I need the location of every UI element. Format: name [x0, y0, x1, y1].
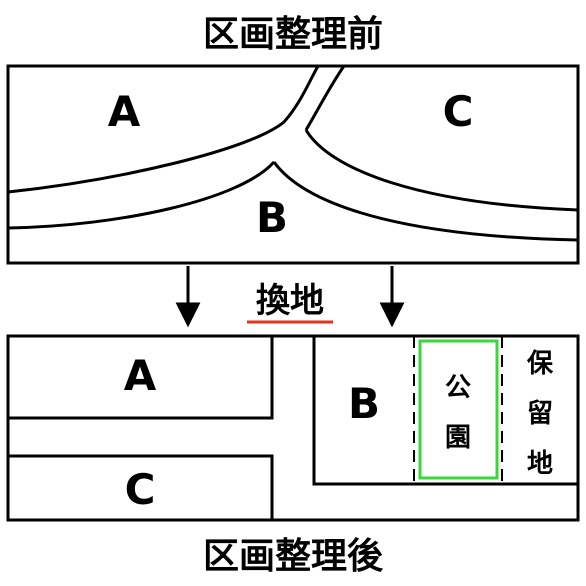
before-panel [6, 64, 580, 265]
road-edge-top-right [304, 65, 346, 131]
reserve-land-label-2: 留 [527, 399, 553, 429]
reserve-land-label-3: 地 [527, 449, 553, 479]
after-lot-a-edge [8, 336, 274, 420]
after-lot-b-label: B [348, 379, 380, 428]
arrow-right-head [379, 302, 405, 328]
park-outline [418, 339, 499, 480]
before-lot-b-label: B [256, 193, 288, 242]
arrow-left-head [175, 302, 201, 328]
before-lot-c-label: C [443, 87, 474, 136]
after-lot-a-label: A [124, 351, 157, 400]
after-lot-c-edge [8, 454, 274, 520]
reserve-land-label-1: 保 [526, 349, 554, 379]
after-lot-c-label: C [125, 465, 156, 514]
before-frame [6, 64, 580, 265]
park-label-1: 公 [445, 373, 471, 403]
road-edge-lower [7, 160, 276, 230]
after-dashed-dividers [413, 336, 503, 484]
after-panel [6, 334, 580, 522]
before-title: 区画整理前 [203, 14, 383, 55]
park-label-2: 園 [445, 423, 471, 453]
before-lot-a-label: A [108, 87, 141, 136]
road-edge-right-outer [272, 161, 579, 242]
road-edge-upper [7, 65, 320, 194]
after-right-block-edge [312, 336, 578, 486]
after-title: 区画整理後 [203, 536, 384, 577]
road-edge-right-inner [304, 129, 579, 212]
exchange-arrows [175, 266, 405, 328]
exchange-label: 換地 [256, 281, 324, 321]
after-frame [6, 334, 580, 522]
